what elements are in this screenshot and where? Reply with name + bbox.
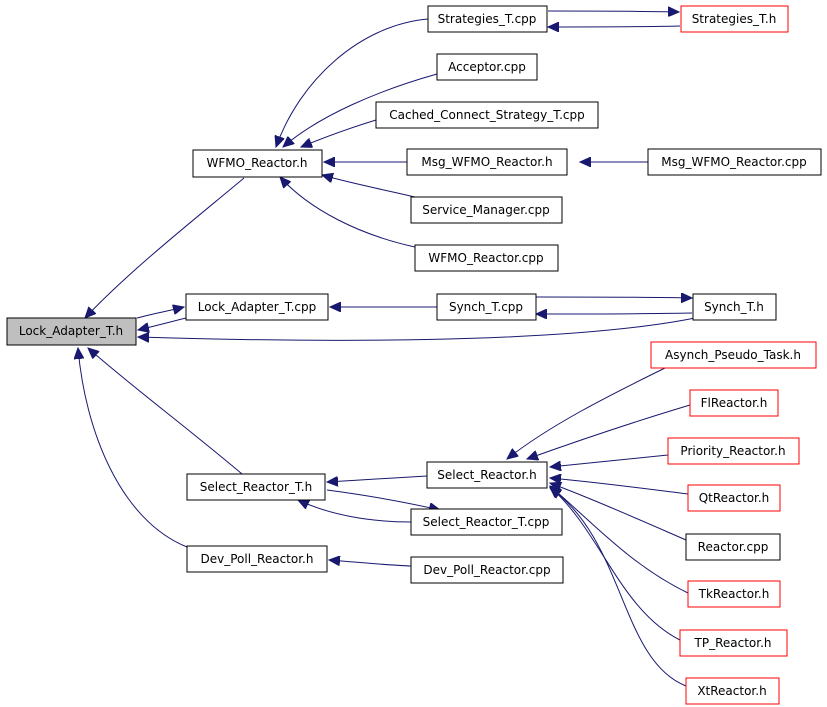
edge-select-reactor-t-h-to-lock-adapter-h [88,348,243,475]
edge-reactor-cpp-to-select-reactor-h [550,483,687,541]
node-msg-wfmo-reactor-cpp[interactable]: Msg_WFMO_Reactor.cpp [647,148,822,176]
edge-wfmo-reactor-h-to-lock-adapter-h [85,177,245,318]
edge-synch-t-h-to-synch-t-cpp [536,313,693,314]
node-label: WFMO_Reactor.cpp [428,251,543,265]
edge-select-reactor-t-cpp-to-select-reactor-t-h [298,500,412,523]
node-label: Acceptor.cpp [448,60,526,74]
node-label: Dev_Poll_Reactor.cpp [423,563,550,577]
node-label: Synch_T.h [704,300,764,314]
node-label: TkReactor.h [698,587,770,601]
node-select-reactor-h[interactable]: Select_Reactor.h [426,461,548,489]
node-label: Select_Reactor_T.h [200,480,312,494]
edge-cached-connect-cpp-to-wfmo-reactor-h [301,119,377,147]
node-dev-poll-reactor-h[interactable]: Dev_Poll_Reactor.h [186,545,328,573]
edge-strategies-t-cpp-to-wfmo-reactor-h [276,18,429,147]
node-lock-adapter-t-cpp[interactable]: Lock_Adapter_T.cpp [185,293,329,321]
edge-qtreactor-h-to-select-reactor-h [550,478,689,495]
node-label: WFMO_Reactor.h [207,156,308,170]
nodes: Lock_Adapter_T.h WFMO_Reactor.h Lock_Ada… [6,5,822,705]
node-select-reactor-t-cpp[interactable]: Select_Reactor_T.cpp [410,508,563,536]
edge-lock-adapter-h-to-lock-adapter-cpp [136,307,184,319]
edge-xtreactor-h-to-select-reactor-h [550,488,687,687]
node-label: Lock_Adapter_T.h [19,324,123,338]
edges [78,11,696,687]
node-label: Select_Reactor_T.cpp [423,515,550,529]
node-synch-t-cpp[interactable]: Synch_T.cpp [436,293,537,321]
node-tp-reactor-h[interactable]: TP_Reactor.h [679,629,788,657]
node-select-reactor-t-h[interactable]: Select_Reactor_T.h [186,473,326,501]
edge-tp-reactor-h-to-select-reactor-h [550,487,681,641]
node-label: Dev_Poll_Reactor.h [201,552,314,566]
node-label: Msg_WFMO_Reactor.cpp [661,155,806,169]
node-cached-connect-strategy-t-cpp[interactable]: Cached_Connect_Strategy_T.cpp [375,101,599,129]
node-wfmo-reactor-cpp[interactable]: WFMO_Reactor.cpp [414,244,559,272]
node-label: Msg_WFMO_Reactor.h [421,155,552,169]
node-label: Strategies_T.cpp [438,12,537,26]
edge-tkreactor-h-to-select-reactor-h [550,486,689,594]
edge-select-reactor-h-to-select-reactor-t-h [327,475,428,482]
node-dev-poll-reactor-cpp[interactable]: Dev_Poll_Reactor.cpp [410,556,564,584]
node-reactor-cpp[interactable]: Reactor.cpp [685,533,781,561]
node-service-manager-cpp[interactable]: Service_Manager.cpp [410,196,563,224]
node-label: Strategies_T.h [692,12,777,26]
edge-acceptor-cpp-to-wfmo-reactor-h [283,73,438,147]
node-strategies-t-h[interactable]: Strategies_T.h [680,5,789,33]
edge-priority-reactor-h-to-select-reactor-h [550,454,669,467]
edge-asynch-pseudo-task-h-to-select-reactor-h [507,367,666,459]
node-label: XtReactor.h [697,684,766,698]
edge-flreactor-h-to-select-reactor-h [527,404,691,459]
node-label: QtReactor.h [699,491,770,505]
edge-strategies-t-h-to-strategies-t-cpp [548,26,681,27]
edge-service-manager-cpp-to-wfmo-reactor-h [322,175,416,198]
edge-lock-adapter-cpp-to-lock-adapter-h [138,317,187,330]
edge-wfmo-reactor-cpp-to-wfmo-reactor-h [280,177,416,248]
node-label: Service_Manager.cpp [422,203,550,217]
edge-select-reactor-t-h-to-select-reactor-t-cpp [326,489,440,510]
node-label: FlReactor.h [701,396,768,410]
node-label: Lock_Adapter_T.cpp [198,300,317,314]
node-asynch-pseudo-task-h[interactable]: Asynch_Pseudo_Task.h [650,341,817,369]
node-msg-wfmo-reactor-h[interactable]: Msg_WFMO_Reactor.h [406,148,568,176]
node-priority-reactor-h[interactable]: Priority_Reactor.h [667,437,800,465]
edge-strategies-t-cpp-to-strategies-t-h [547,11,679,12]
edge-dev-poll-reactor-cpp-to-dev-poll-reactor-h [329,560,412,567]
node-lock-adapter-t-h[interactable]: Lock_Adapter_T.h [6,317,137,346]
node-flreactor-h[interactable]: FlReactor.h [689,389,779,417]
node-wfmo-reactor-h[interactable]: WFMO_Reactor.h [192,149,323,178]
node-strategies-t-cpp[interactable]: Strategies_T.cpp [427,5,548,33]
node-qtreactor-h[interactable]: QtReactor.h [687,484,781,512]
node-acceptor-cpp[interactable]: Acceptor.cpp [436,53,538,81]
node-label: TP_Reactor.h [694,636,772,650]
node-label: Select_Reactor.h [437,468,536,482]
edge-dev-poll-reactor-h-to-lock-adapter-h [78,348,188,548]
node-label: Asynch_Pseudo_Task.h [665,348,801,362]
node-label: Reactor.cpp [698,540,769,554]
node-tkreactor-h[interactable]: TkReactor.h [687,580,781,608]
node-label: Cached_Connect_Strategy_T.cpp [389,108,585,122]
node-label: Priority_Reactor.h [680,444,785,458]
node-synch-t-h[interactable]: Synch_T.h [692,293,777,321]
node-xtreactor-h[interactable]: XtReactor.h [685,677,780,705]
edge-synch-t-cpp-to-synch-t-h [535,297,692,298]
node-label: Synch_T.cpp [449,300,523,314]
edge-synch-t-h-to-lock-adapter-h [138,317,696,340]
